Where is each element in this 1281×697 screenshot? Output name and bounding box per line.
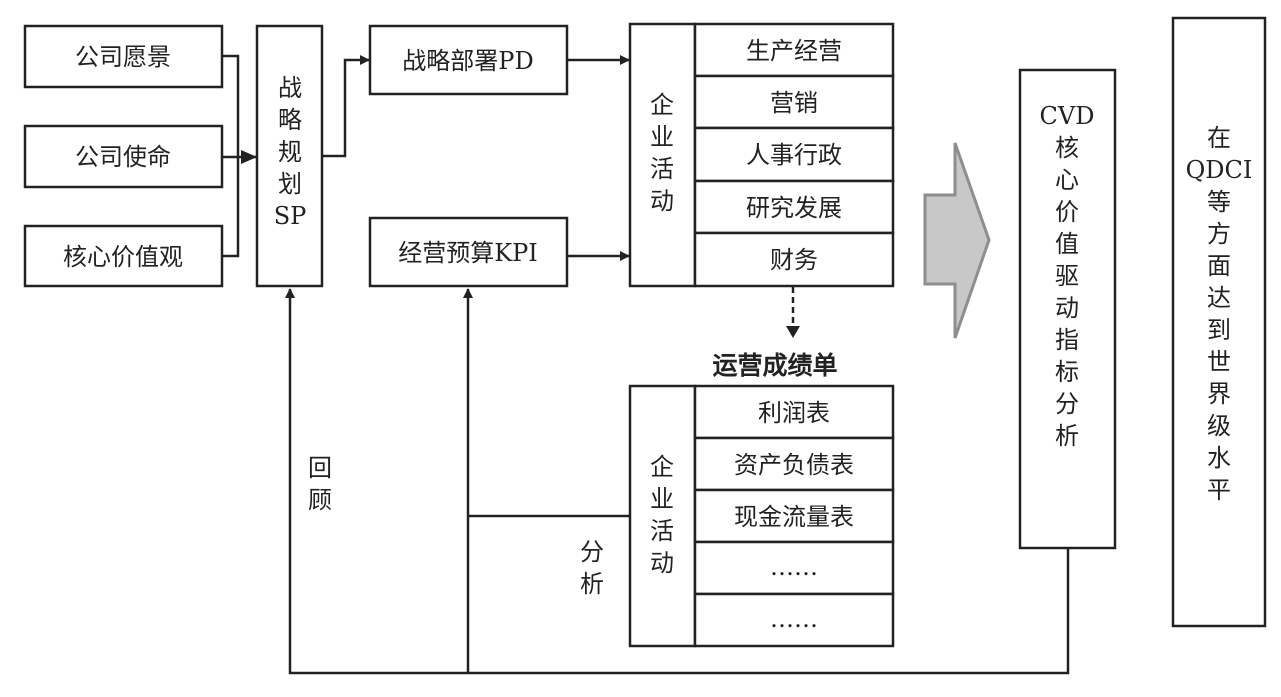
sp-to-pd-arrow xyxy=(322,55,370,158)
report-row-label: …… xyxy=(770,605,818,633)
activity-row xyxy=(693,22,895,78)
sp-char: 战 xyxy=(278,74,302,102)
analysis-label-char: 析 xyxy=(580,570,604,598)
operating-budget-label: 经营预算KPI xyxy=(398,239,538,267)
activity-row xyxy=(693,231,895,288)
report-title: 运营成绩单 xyxy=(712,351,837,380)
report-row-label: …… xyxy=(770,553,818,581)
goal-text-line: 平 xyxy=(1207,476,1231,504)
activity-row-label: 人事行政 xyxy=(746,141,842,169)
dashed-arrow-head-icon xyxy=(786,326,800,338)
mission-label: 公司使命 xyxy=(75,143,171,171)
activities-label-char: 业 xyxy=(650,123,674,151)
activity-row-label: 研究发展 xyxy=(746,194,842,222)
goal-text-line: 级 xyxy=(1207,412,1231,440)
cvd-text-line: 标 xyxy=(1055,358,1079,386)
goal-text-line: 面 xyxy=(1207,252,1231,280)
activities-label-char: 动 xyxy=(650,187,674,215)
cvd-text-line: 析 xyxy=(1055,422,1079,450)
business-activities-bottom: 企 业 活 动 利润表 资产负债表 现金流量表 …… …… xyxy=(628,384,895,648)
goal-text-line: 世 xyxy=(1207,348,1231,376)
cvd-text-line: 指 xyxy=(1055,326,1079,354)
strategy-deployment-label: 战略部署PD xyxy=(402,47,533,75)
activity-row-label: 生产经营 xyxy=(746,37,842,65)
core-values-box: 核心价值观 xyxy=(23,224,224,288)
analysis-label-char: 分 xyxy=(580,538,604,566)
activities-label-char: 活 xyxy=(650,155,674,183)
vision-box: 公司愿景 xyxy=(23,24,224,89)
business-activities-top: 企 业 活 动 生产经营 营销 人事行政 研究发展 财务 xyxy=(628,22,895,288)
goal-text-line: 水 xyxy=(1207,444,1231,472)
cvd-text-line: 分 xyxy=(1055,390,1079,418)
big-right-arrow-icon xyxy=(923,142,991,339)
activity-row-label: 营销 xyxy=(770,89,818,117)
strategic-planning-box: 战 略 规 划 SP xyxy=(255,24,324,288)
report-row xyxy=(693,592,895,648)
activities-label-char: 企 xyxy=(650,453,674,481)
strategy-deployment-box: 战略部署PD xyxy=(368,24,569,96)
review-feedback-line xyxy=(285,288,1070,675)
activity-row xyxy=(693,74,895,130)
goal-text-line: 界 xyxy=(1207,380,1231,408)
activities-label-char: 业 xyxy=(650,485,674,513)
activities-label-char: 企 xyxy=(650,91,674,119)
report-row-label: 现金流量表 xyxy=(734,503,854,531)
cvd-text-line: CVD xyxy=(1040,102,1095,130)
goal-text-line: 在 xyxy=(1207,124,1231,152)
cvd-text-line: 值 xyxy=(1055,230,1079,258)
core-values-label: 核心价值观 xyxy=(63,243,183,271)
goal-text-line: QDCI xyxy=(1186,156,1253,184)
inputs-connector xyxy=(222,54,257,258)
cvd-text-line: 核 xyxy=(1055,134,1079,162)
cvd-text-line: 驱 xyxy=(1055,262,1079,290)
sp-char: SP xyxy=(274,202,307,230)
activities-label-char: 活 xyxy=(650,517,674,545)
review-label-char: 顾 xyxy=(308,486,332,514)
sp-char: 略 xyxy=(278,106,302,134)
vision-label: 公司愿景 xyxy=(75,43,171,71)
mission-box: 公司使命 xyxy=(23,124,224,189)
cvd-text-line: 动 xyxy=(1055,294,1079,322)
sp-char: 划 xyxy=(278,170,302,198)
goal-text-line: 到 xyxy=(1207,316,1231,344)
report-row-label: 资产负债表 xyxy=(734,451,854,479)
feedback-lines xyxy=(285,288,1070,675)
cvd-text-line: 价 xyxy=(1055,198,1079,226)
sp-char: 规 xyxy=(278,138,302,166)
goal-text-line: 等 xyxy=(1207,188,1231,216)
activities-label-char: 动 xyxy=(650,549,674,577)
operating-budget-box: 经营预算KPI xyxy=(368,216,569,288)
goal-text-line: 达 xyxy=(1207,284,1231,312)
cvd-text-line: 心 xyxy=(1055,166,1079,194)
report-row xyxy=(693,436,895,492)
report-row-label: 利润表 xyxy=(758,399,830,427)
goal-text-line: 方 xyxy=(1207,220,1231,248)
activity-row xyxy=(693,126,895,183)
activity-row-label: 财务 xyxy=(770,246,818,274)
review-label-char: 回 xyxy=(308,454,332,482)
